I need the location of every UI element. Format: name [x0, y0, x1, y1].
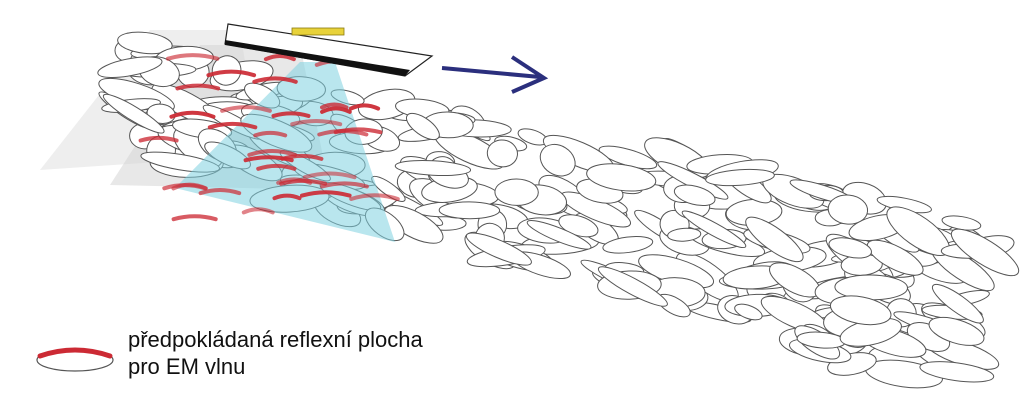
reflection-arc [198, 187, 242, 196]
grain-ellipse [681, 210, 747, 249]
legend-text: předpokládaná reflexní plocha pro EM vln… [128, 326, 423, 380]
grain-ellipse [667, 227, 702, 242]
reflection-arc [272, 193, 302, 201]
grain-ellipse [673, 184, 716, 207]
grain-ellipse [705, 168, 775, 187]
grain-ellipse [117, 31, 173, 55]
reflection-arc [252, 76, 298, 84]
grain-ellipse [931, 283, 984, 324]
grain-ellipse [745, 216, 804, 263]
reflection-arc [320, 102, 349, 110]
grain-ellipse [383, 205, 444, 244]
reflection-arc [348, 103, 381, 111]
grain-ellipse [586, 163, 657, 192]
grain-ellipse [919, 361, 995, 383]
reflection-arc [279, 178, 328, 186]
reflection-arc [175, 83, 221, 91]
grain-ellipse [465, 232, 532, 266]
reflection-arc [349, 193, 400, 201]
grain-ellipse [928, 316, 985, 346]
reflection-arcs [138, 53, 400, 222]
grain-ellipse [97, 56, 163, 79]
sensor-probe-icon [224, 23, 434, 77]
grain-ellipse [102, 93, 165, 134]
grain-ellipse [526, 220, 592, 250]
reflection-arc [256, 163, 297, 171]
reflection-arc [263, 54, 296, 62]
reflection-arc [317, 128, 369, 137]
legend-symbol-icon [36, 347, 114, 372]
reflection-arc [290, 118, 343, 127]
grain-ellipse [597, 266, 668, 307]
reflection-arc [206, 69, 257, 78]
grain-ellipse [405, 112, 440, 141]
reflection-arc [253, 130, 288, 138]
reflection-arc [207, 121, 258, 130]
reflection-arc [302, 171, 357, 180]
reflection-arc [220, 105, 272, 113]
legend-line-1: předpokládaná reflexní plocha [128, 327, 423, 352]
legend-line-2: pro EM vlnu [128, 354, 246, 379]
grain-ellipse [394, 160, 472, 176]
reflection-arc [247, 149, 298, 157]
grain-ellipse [539, 143, 576, 177]
reflection-arc [171, 182, 208, 191]
grain-ellipse [950, 228, 1020, 277]
reflection-arc [320, 106, 352, 114]
reflection-arc [241, 207, 275, 215]
grain-ellipse [828, 237, 872, 259]
grain-ellipse [438, 201, 501, 220]
motion-arrow-icon [441, 55, 549, 94]
reflection-arc [171, 214, 218, 222]
grain-ellipse [494, 178, 539, 206]
reflection-arc [300, 190, 352, 198]
reflection-arc [243, 155, 294, 163]
grain-ellipse [827, 194, 869, 225]
grain-ellipse [866, 239, 924, 276]
reflection-arc [169, 110, 216, 119]
grain-ellipse [602, 236, 654, 254]
grain-ellipse [829, 295, 892, 326]
reflection-arc [166, 53, 220, 61]
reflection-arc [271, 111, 311, 118]
grain-ellipse [486, 139, 518, 168]
grain-ellipse [734, 303, 763, 321]
reflection-arc [138, 135, 179, 143]
